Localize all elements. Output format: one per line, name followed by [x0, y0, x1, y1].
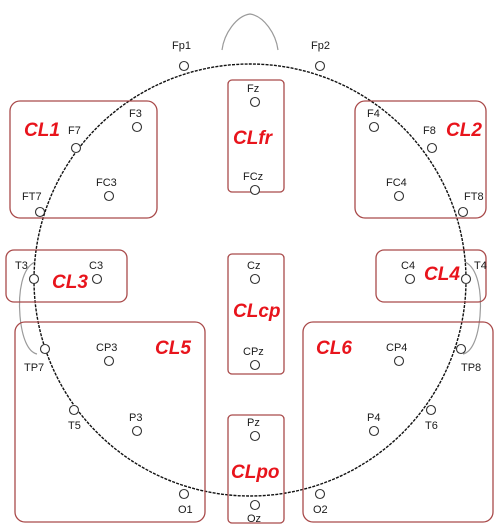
- cluster-label-cl2: CL2: [446, 120, 482, 141]
- electrode-c4: C4: [401, 260, 415, 285]
- svg-text:Cz: Cz: [247, 260, 260, 272]
- svg-text:P3: P3: [129, 412, 142, 424]
- cluster-label-clcp: CLcp: [233, 301, 281, 322]
- svg-text:F4: F4: [367, 108, 380, 120]
- cluster-box-cl1: [9, 100, 158, 219]
- svg-text:FT7: FT7: [22, 191, 42, 203]
- electrode-fp2: Fp2: [311, 40, 330, 72]
- svg-text:C3: C3: [89, 260, 103, 272]
- electrode-o1: O1: [178, 488, 193, 516]
- svg-text:TP7: TP7: [24, 362, 44, 374]
- cluster-label-clpo: CLpo: [231, 462, 280, 483]
- electrode-oz: Oz: [247, 499, 261, 525]
- svg-text:F8: F8: [423, 125, 436, 137]
- svg-text:F3: F3: [129, 108, 142, 120]
- cluster-box-cl2: [354, 100, 487, 219]
- cluster-label-clfr: CLfr: [233, 128, 274, 149]
- svg-text:T4: T4: [474, 260, 487, 272]
- electrode-o2: O2: [313, 488, 328, 516]
- electrode-f3: F3: [129, 108, 143, 133]
- electrode-p4: P4: [367, 412, 380, 437]
- svg-text:FCz: FCz: [243, 171, 263, 183]
- svg-text:O2: O2: [313, 504, 328, 516]
- cluster-box-clpo: [227, 414, 285, 524]
- electrode-p3: P3: [129, 412, 142, 437]
- electrode-t4: T4: [460, 260, 487, 285]
- svg-text:FT8: FT8: [464, 191, 484, 203]
- electrode-fcz: FCz: [243, 171, 263, 196]
- svg-text:FC4: FC4: [386, 177, 407, 189]
- electrode-fp1: Fp1: [172, 40, 191, 72]
- svg-text:CP3: CP3: [96, 342, 117, 354]
- svg-text:T3: T3: [15, 260, 28, 272]
- cluster-box-cl3: [5, 249, 128, 303]
- svg-text:Oz: Oz: [247, 513, 261, 525]
- electrode-tp7: TP7: [24, 343, 51, 374]
- svg-text:CPz: CPz: [243, 346, 264, 358]
- electrode-pz: Pz: [247, 417, 261, 442]
- electrode-cz: Cz: [247, 260, 260, 285]
- svg-text:O1: O1: [178, 504, 193, 516]
- nose-outline: [221, 13, 279, 51]
- svg-text:T5: T5: [68, 420, 81, 432]
- electrode-t5: T5: [68, 404, 81, 432]
- cluster-label-cl1: CL1: [24, 120, 60, 141]
- right-ear-outline: [462, 261, 482, 355]
- svg-text:Fz: Fz: [247, 83, 259, 95]
- cluster-box-cl6: [302, 321, 494, 523]
- svg-text:P4: P4: [367, 412, 380, 424]
- electrode-fc4: FC4: [386, 177, 407, 202]
- svg-text:T6: T6: [425, 420, 438, 432]
- svg-text:TP8: TP8: [461, 362, 481, 374]
- svg-text:Fp2: Fp2: [311, 40, 330, 52]
- svg-text:FC3: FC3: [96, 177, 117, 189]
- electrode-cp3: CP3: [96, 342, 117, 367]
- cluster-label-cl6: CL6: [316, 338, 352, 359]
- electrode-ft7: FT7: [22, 191, 46, 218]
- electrode-f4: F4: [367, 108, 380, 133]
- electrode-cpz: CPz: [243, 346, 264, 371]
- svg-text:CP4: CP4: [386, 342, 407, 354]
- left-ear-outline: [18, 261, 38, 355]
- electrode-ft8: FT8: [457, 191, 484, 218]
- cluster-label-cl3: CL3: [52, 272, 88, 293]
- svg-text:Fp1: Fp1: [172, 40, 191, 52]
- electrode-tp8: TP8: [455, 343, 481, 374]
- electrode-t6: T6: [425, 404, 438, 432]
- svg-text:Pz: Pz: [247, 417, 260, 429]
- electrode-f7: F7: [68, 125, 82, 154]
- cluster-label-cl5: CL5: [155, 338, 191, 359]
- electrode-f8: F8: [423, 125, 438, 154]
- cluster-box-clcp: [227, 253, 285, 375]
- electrode-fc3: FC3: [96, 177, 117, 202]
- svg-text:F7: F7: [68, 125, 81, 137]
- svg-text:C4: C4: [401, 260, 415, 272]
- electrode-cp4: CP4: [386, 342, 407, 367]
- cluster-box-cl4: [375, 249, 487, 303]
- electrode-c3: C3: [89, 260, 103, 285]
- electrode-fz: Fz: [247, 83, 261, 108]
- cluster-label-cl4: CL4: [424, 264, 460, 285]
- cluster-box-cl5: [14, 321, 206, 523]
- electrode-t3: T3: [15, 260, 40, 285]
